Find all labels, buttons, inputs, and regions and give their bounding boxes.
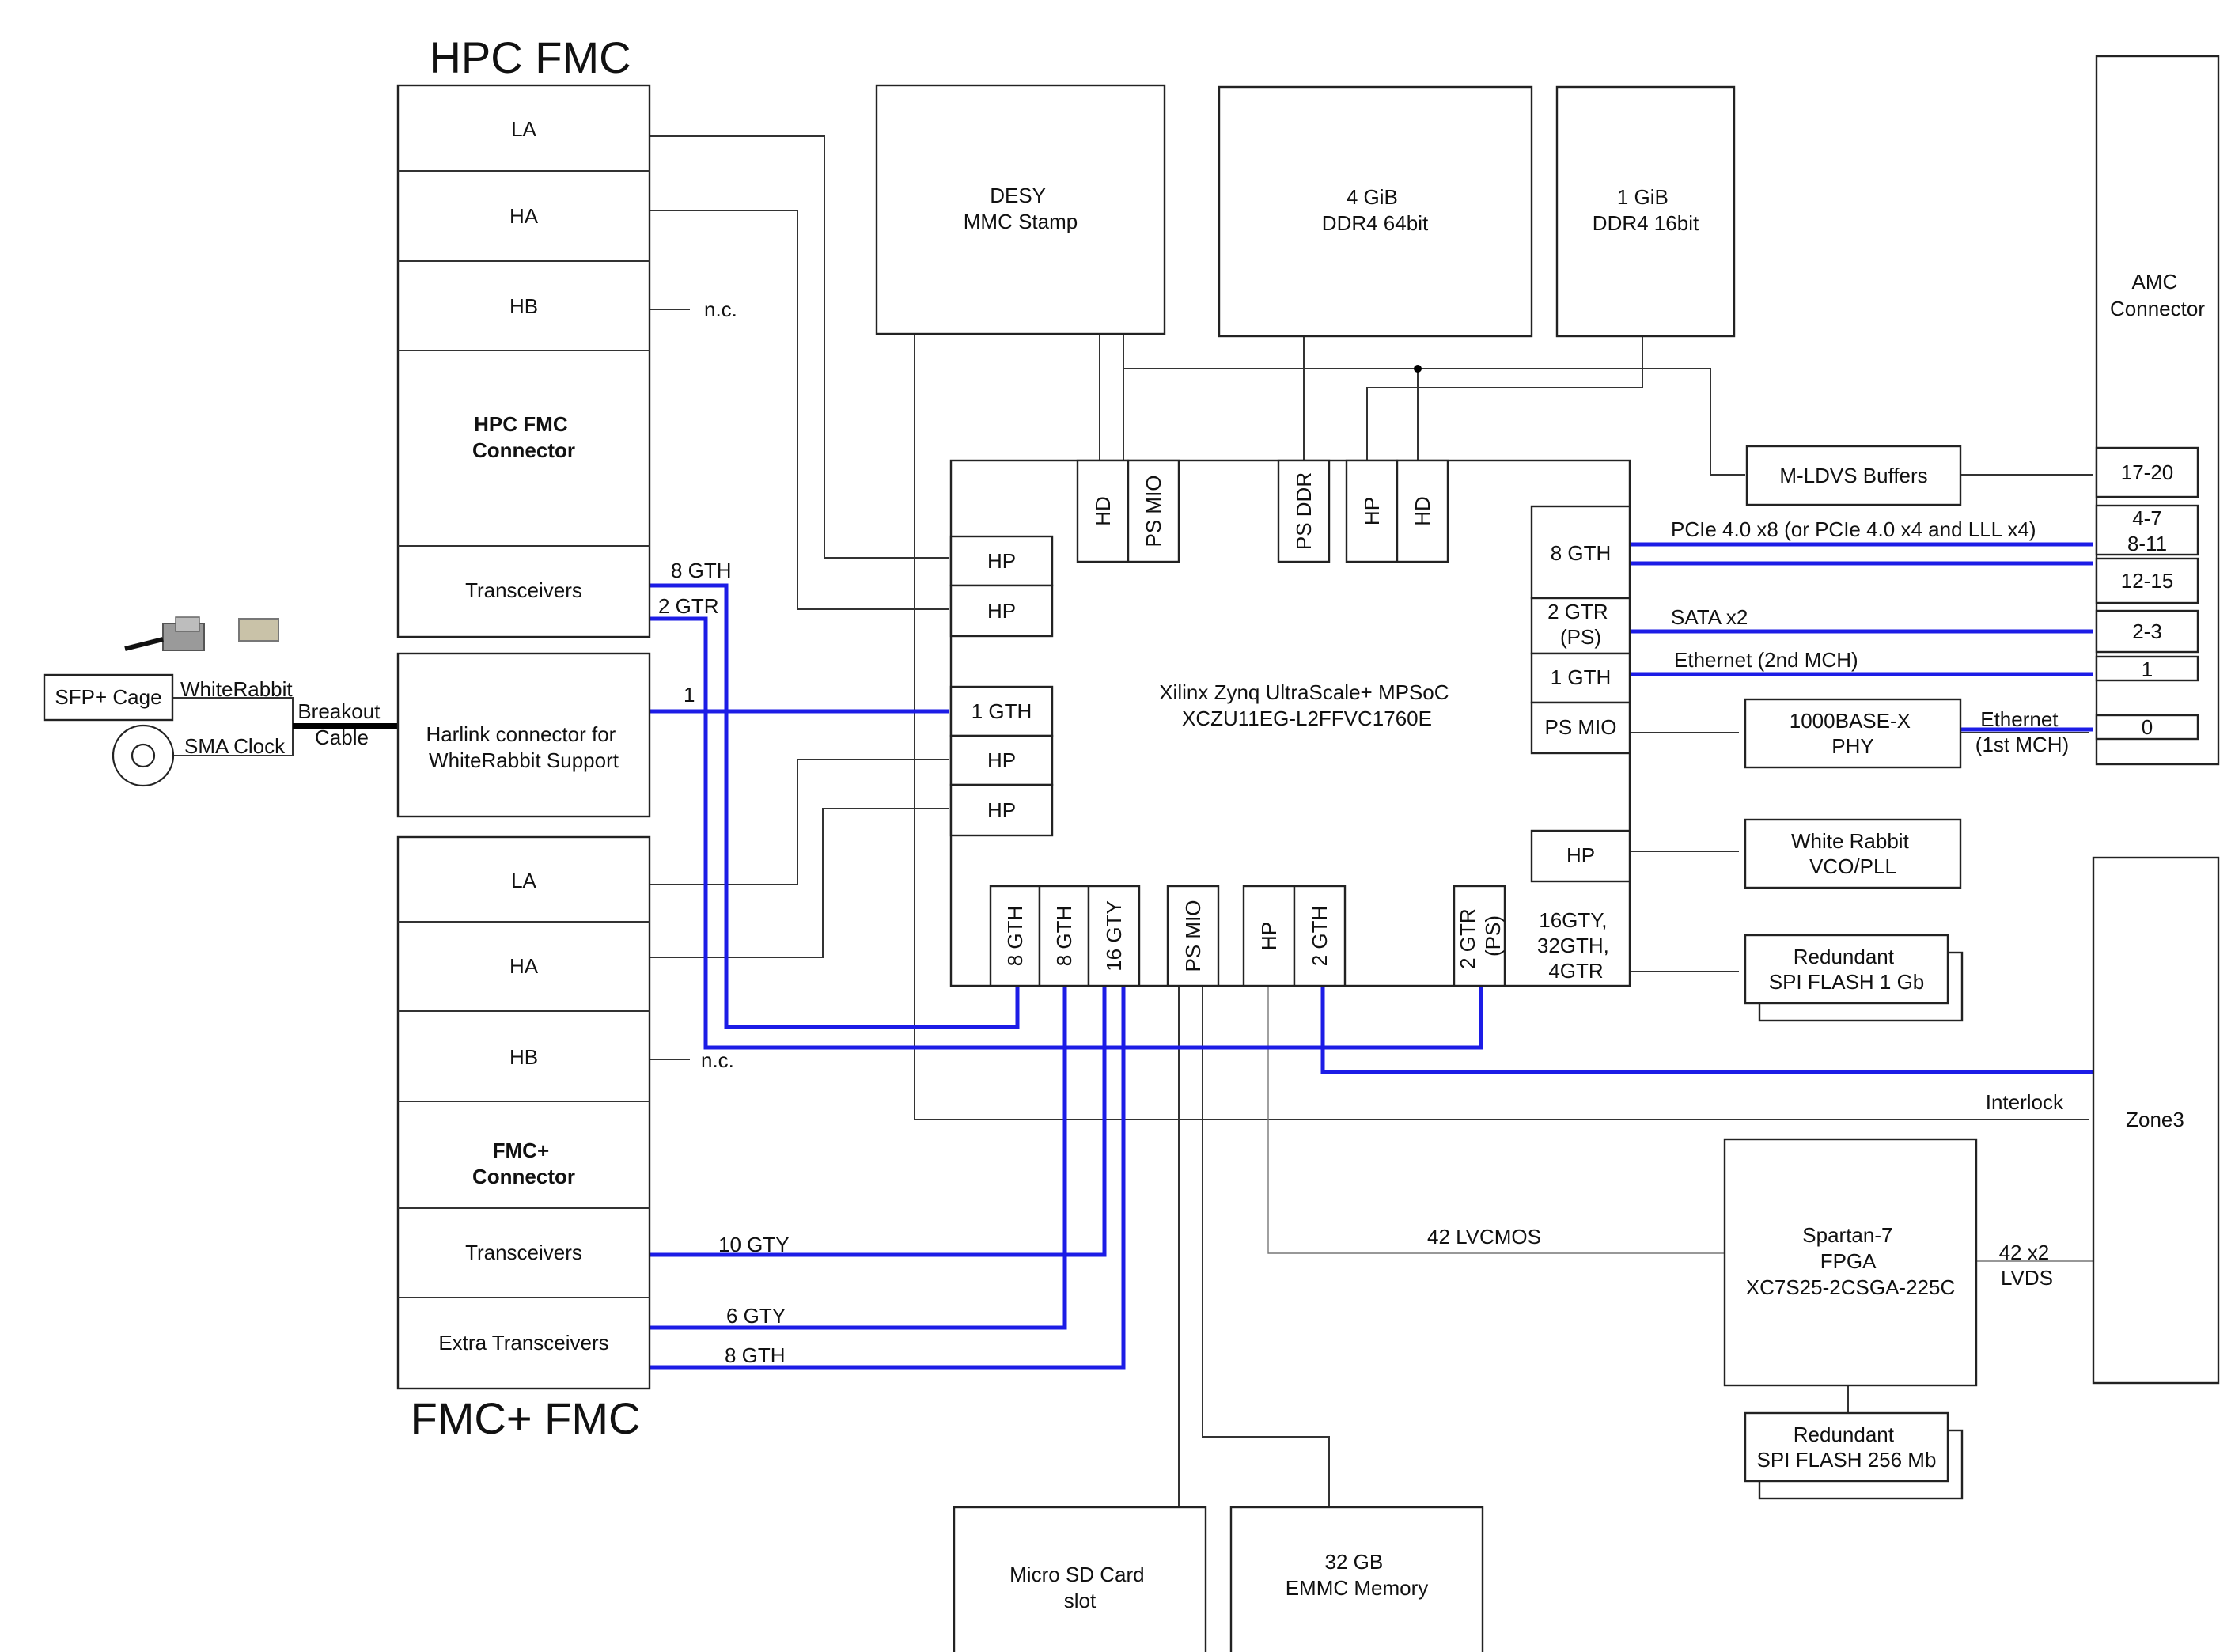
amc-connector: AMC Connector 17-20 4-7 8-11 12-15 2-3 1… [2097,56,2218,764]
sma-clock-icon [113,726,173,786]
svg-text:PS MIO: PS MIO [1181,900,1205,972]
hpc-hb-nc: n.c. [704,297,737,321]
sfp-module-picture [125,617,278,650]
lvcmos-label: 42 LVCMOS [1427,1225,1541,1248]
hpc-ha-label: HA [509,204,539,228]
white-rabbit-pll: White Rabbit VCO/PLL [1745,820,1960,888]
fmcplus-hb-label: HB [509,1045,538,1069]
ddr4-16bit: 1 GiB DDR4 16bit [1557,87,1734,336]
svg-text:HP: HP [987,549,1016,573]
fmcplus-hb-nc: n.c. [701,1048,734,1072]
hpc-8gth-label: 8 GTH [671,559,732,582]
fmcplus-transceivers-label: Transceivers [465,1241,582,1264]
svg-text:HP: HP [987,748,1016,772]
mpsoc-totals: 16GTY, 32GTH, 4GTR [1537,908,1615,983]
svg-text:HP: HP [1566,843,1595,867]
ddr4-64bit: 4 GiB DDR4 64bit [1219,87,1532,336]
eth2-label: Ethernet (2nd MCH) [1674,648,1858,672]
svg-text:Zone3: Zone3 [2126,1108,2184,1131]
svg-text:8 GTH: 8 GTH [1551,541,1612,565]
lvds-label: 42 x2 LVDS [1999,1241,2055,1290]
svg-text:1 GTH: 1 GTH [1551,665,1612,689]
svg-text:17-20: 17-20 [2121,460,2174,484]
fmcplus-ha-label: HA [509,954,539,978]
spartan7-fpga: Spartan-7 FPGA XC7S25-2CSGA-225C [1725,1139,1976,1385]
svg-text:2 GTH: 2 GTH [1308,906,1331,967]
fmcplus-title: FMC+ FMC [411,1393,641,1443]
svg-text:HP: HP [1257,922,1281,950]
svg-text:16 GTY: 16 GTY [1102,900,1126,972]
whiterabbit-label: WhiteRabbit [180,677,293,701]
hpc-fmc-block [398,85,650,637]
sma-clock-label: SMA Clock [184,734,286,758]
svg-text:8 GTH: 8 GTH [1003,906,1027,967]
svg-text:0: 0 [2142,715,2153,739]
hpc-fmc-title: HPC FMC [429,32,631,82]
hpc-hb-label: HB [509,294,538,318]
mlvds-buffers: M-LDVS Buffers [1747,446,1960,505]
svg-text:SFP+ Cage: SFP+ Cage [55,685,161,709]
svg-text:1: 1 [2142,657,2153,681]
fmc-6gty-label: 6 GTY [726,1304,786,1328]
bank-top-hp: HP [1360,497,1384,525]
svg-text:12-15: 12-15 [2121,569,2174,593]
svg-text:M-LDVS Buffers: M-LDVS Buffers [1779,464,1927,487]
svg-text:2-3: 2-3 [2132,620,2162,643]
fmcplus-block [398,837,650,1389]
ethernet-phy: 1000BASE-X PHY [1745,699,1960,767]
fmcplus-fmc: LA HA HB FMC+ Connector Transceivers Ext… [398,837,734,1443]
svg-text:HP: HP [987,798,1016,822]
svg-text:8 GTH: 8 GTH [1052,906,1076,967]
bank-top-hd-2: HD [1411,496,1434,526]
fmcplus-la-label: LA [511,869,536,892]
fmcplus-extra-label: Extra Transceivers [438,1331,608,1355]
svg-text:4-7: 4-7 [2132,506,2162,530]
svg-text:1 GTH: 1 GTH [972,699,1032,723]
hpc-2gtr-label: 2 GTR [658,594,719,618]
spi-flash-256mb: Redundant SPI FLASH 256 Mb [1745,1413,1962,1499]
svg-text:PS MIO: PS MIO [1544,715,1616,739]
zone3: Zone3 [2093,858,2218,1383]
desy-mmc-stamp: DESY MMC Stamp [877,85,1165,334]
fmc-10gty-label: 10 GTY [718,1233,790,1256]
hpc-fmc: HPC FMC LA HA HB HPC FMC Connector Trans… [398,32,737,637]
svg-text:8-11: 8-11 [2127,532,2167,555]
fmc-8gth-label: 8 GTH [725,1343,786,1367]
harlink-connector: Harlink connector for WhiteRabbit Suppor… [398,654,650,817]
zynq-mpsoc: Xilinx Zynq UltraScale+ MPSoC XCZU11EG-L… [951,460,1630,986]
bank-top-psmio: PS MIO [1142,475,1165,547]
micro-sd-card-slot: Micro SD Card slot [954,1507,1206,1652]
interlock-label: Interlock [1986,1090,2064,1114]
svg-text:HP: HP [987,599,1016,623]
harlink-1-label: 1 [684,683,695,707]
pcie-label: PCIe 4.0 x8 (or PCIe 4.0 x4 and LLL x4) [1671,517,2036,541]
hpc-la-label: LA [511,117,536,141]
bank-top-hd-1: HD [1091,496,1115,526]
sata-label: SATA x2 [1671,605,1748,629]
junction-dot [1414,365,1422,373]
sfp-cage: SFP+ Cage [44,675,172,720]
hpc-transceivers-label: Transceivers [465,578,582,602]
emmc-memory: 32 GB EMMC Memory [1231,1507,1483,1652]
bank-top-psddr: PS DDR [1292,472,1316,550]
spi-flash-1gb: Redundant SPI FLASH 1 Gb [1745,935,1962,1021]
